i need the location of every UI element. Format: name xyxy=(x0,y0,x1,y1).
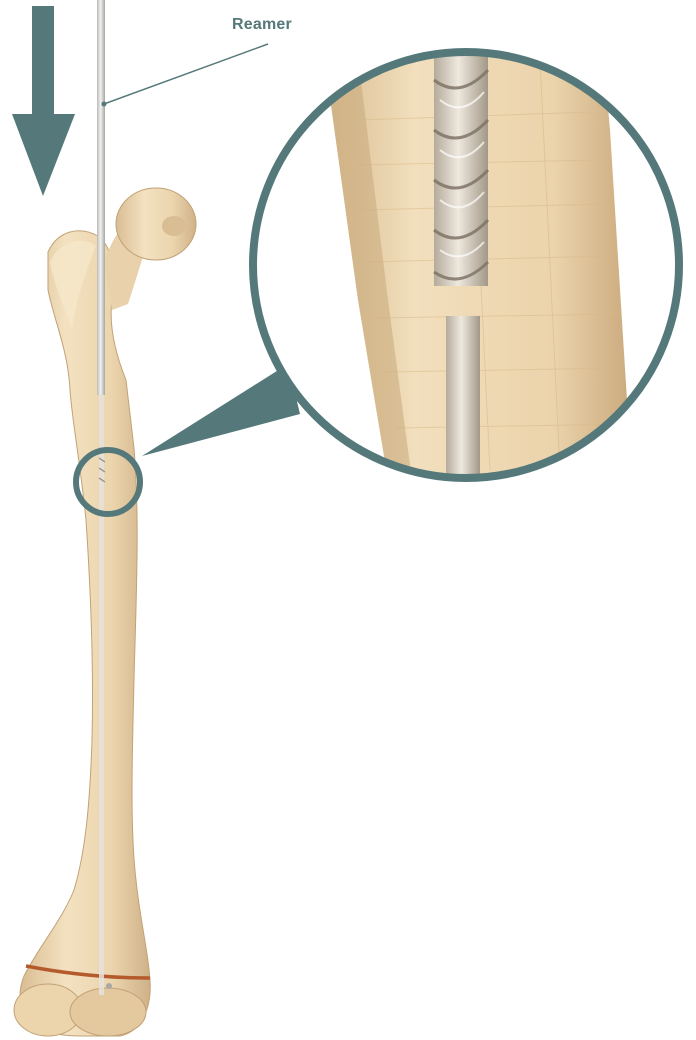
guide-rod xyxy=(446,316,480,486)
reamer-leader-line xyxy=(102,44,269,107)
zoom-magnified-view xyxy=(253,40,679,486)
zoom-callout-connector xyxy=(142,364,300,456)
reamer-label: Reamer xyxy=(232,16,292,34)
reamer-drill-bit xyxy=(434,40,488,286)
down-arrow-icon xyxy=(12,6,75,196)
